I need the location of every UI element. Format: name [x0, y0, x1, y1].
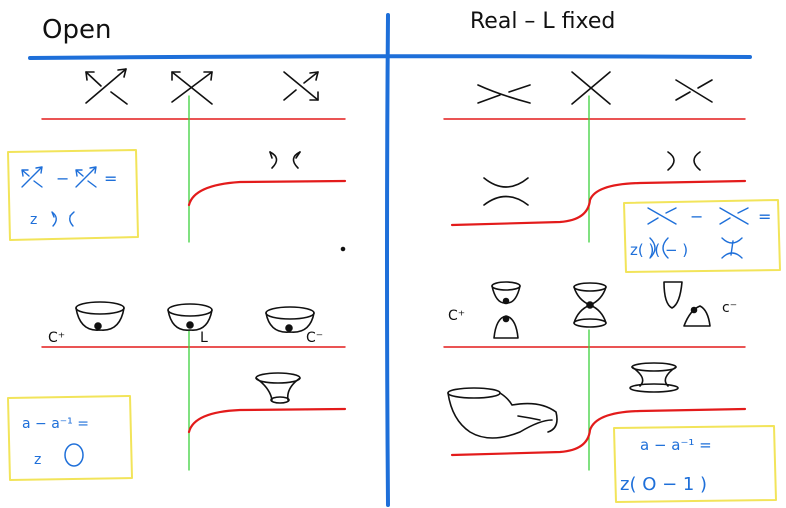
- right-skein-line2: z( )( − ): [630, 241, 688, 259]
- crossing-unoriented-3-icon: [675, 79, 713, 103]
- left-skein-equals: =: [104, 169, 117, 188]
- left-skein-z: z: [30, 212, 37, 228]
- right-cap-formula-line1: a − a⁻¹ =: [640, 436, 712, 454]
- right-cap-c-plus-icon: [491, 281, 521, 339]
- right-bottom-red-curve: [450, 407, 747, 457]
- left-cap-formula-line1: a − a⁻¹ =: [22, 416, 89, 432]
- right-cap-formula-line2: z( O − 1 ): [620, 474, 707, 495]
- right-skein-minus: −: [690, 207, 703, 226]
- left-cap-formula-z: z: [34, 452, 41, 468]
- right-saddle-icon: [483, 177, 529, 206]
- label-c-plus-right: C⁺: [448, 308, 465, 324]
- right-cap-c-minus-icon: [663, 281, 711, 327]
- heading-open: Open: [42, 15, 111, 45]
- right-smoothing-icon: [667, 151, 701, 171]
- crossing-mid-icon: [171, 71, 213, 105]
- right-top-red-curve: [450, 179, 747, 227]
- label-L: L: [200, 330, 208, 346]
- label-c-plus-left: C⁺: [48, 330, 65, 346]
- crossing-unoriented-2-icon: [571, 71, 611, 105]
- right-cap-box: [613, 425, 777, 503]
- left-skein-minus: −: [56, 169, 69, 188]
- right-skein-equals: =: [758, 207, 771, 226]
- center-divider: [385, 13, 390, 507]
- cap-L-icon: [167, 303, 213, 331]
- crossing-unoriented-1-icon: [477, 84, 531, 104]
- right-cap-L-icon: [573, 282, 607, 328]
- cap-c-minus-icon: [265, 306, 315, 333]
- cap-c-plus-icon: [75, 301, 125, 331]
- heading-real-l-fixed: Real – L fixed: [470, 9, 615, 34]
- right-skein-terms: [647, 207, 749, 259]
- stray-dot: [340, 246, 346, 252]
- title-underline: [28, 54, 752, 60]
- twisted-surface-icon: [447, 387, 558, 439]
- left-cap-box: [7, 395, 133, 481]
- crossing-negative-icon: [283, 71, 319, 101]
- hourglass-surface-icon: [629, 362, 679, 393]
- trumpet-surface-icon: [255, 372, 301, 404]
- crossing-positive-icon: [85, 68, 128, 105]
- smoothing-glyph-icon: [269, 151, 301, 169]
- unknot-icon: [64, 443, 84, 467]
- label-c-minus-right: c⁻: [722, 300, 737, 316]
- left-bottom-red-curve: [187, 407, 347, 434]
- left-skein-box: [7, 149, 139, 241]
- skein-crossing-terms: [21, 166, 97, 227]
- right-skein-box: [623, 199, 781, 273]
- label-c-minus-left: C⁻: [306, 330, 323, 346]
- left-top-red-curve: [187, 179, 347, 207]
